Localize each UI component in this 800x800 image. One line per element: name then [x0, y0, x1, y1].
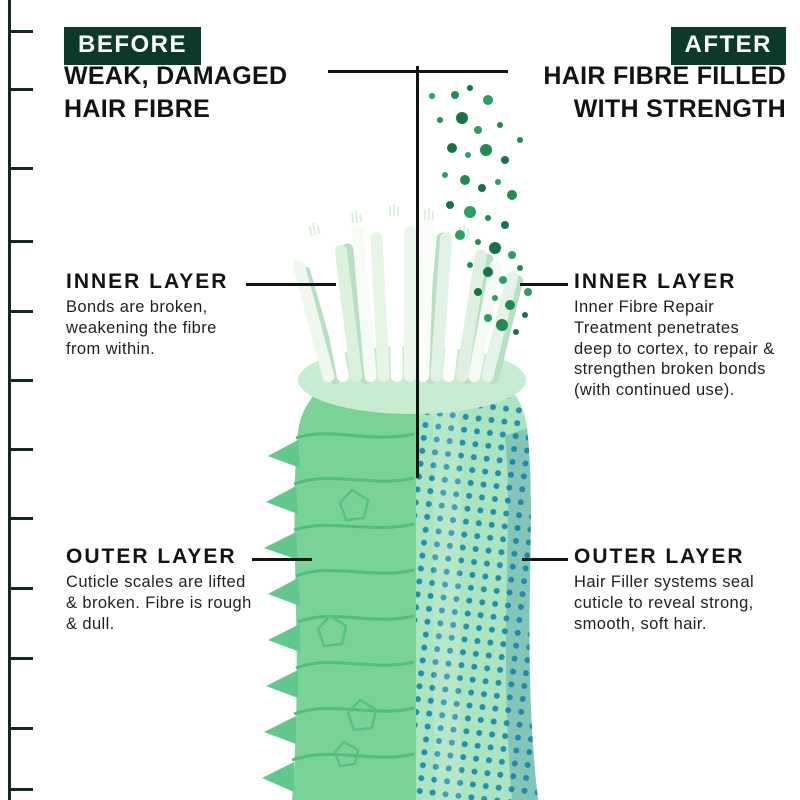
fibre-top-rim: [298, 346, 526, 414]
fibre-after-half: [416, 353, 538, 800]
after-title: HAIR FIBRE FILLED WITH STRENGTH: [543, 62, 786, 123]
before-title: WEAK, DAMAGED HAIR FIBRE: [64, 62, 288, 123]
connector-inner-before: [246, 283, 336, 286]
before-outer-layer-body: Cuticle scales are lifted & broken. Fibr…: [66, 573, 252, 633]
before-badge: BEFORE: [64, 27, 202, 65]
after-outer-layer-heading: OUTER LAYER: [574, 545, 745, 568]
connector-outer-after: [522, 558, 568, 561]
after-badge: AFTER: [670, 27, 786, 65]
after-inner-layer-body: Inner Fibre Repair Treatment penetrates …: [574, 298, 775, 400]
before-inner-layer-body: Bonds are broken, weakening the fibre fr…: [66, 298, 217, 358]
connector-outer-before: [252, 558, 312, 561]
after-outer-layer-body: Hair Filler systems seal cuticle to reve…: [574, 573, 755, 633]
after-inner-layer-heading: INNER LAYER: [574, 270, 737, 293]
connector-title-after: [417, 70, 508, 73]
inner-fibre-strands: [292, 204, 524, 385]
fibre-before-half: [262, 353, 416, 800]
connector-title-before: [328, 70, 417, 73]
before-outer-layer-heading: OUTER LAYER: [66, 545, 237, 568]
before-after-divider-line: [416, 66, 419, 478]
treatment-particles: [429, 85, 532, 335]
before-inner-layer-heading: INNER LAYER: [66, 270, 229, 293]
connector-inner-after: [520, 283, 568, 286]
